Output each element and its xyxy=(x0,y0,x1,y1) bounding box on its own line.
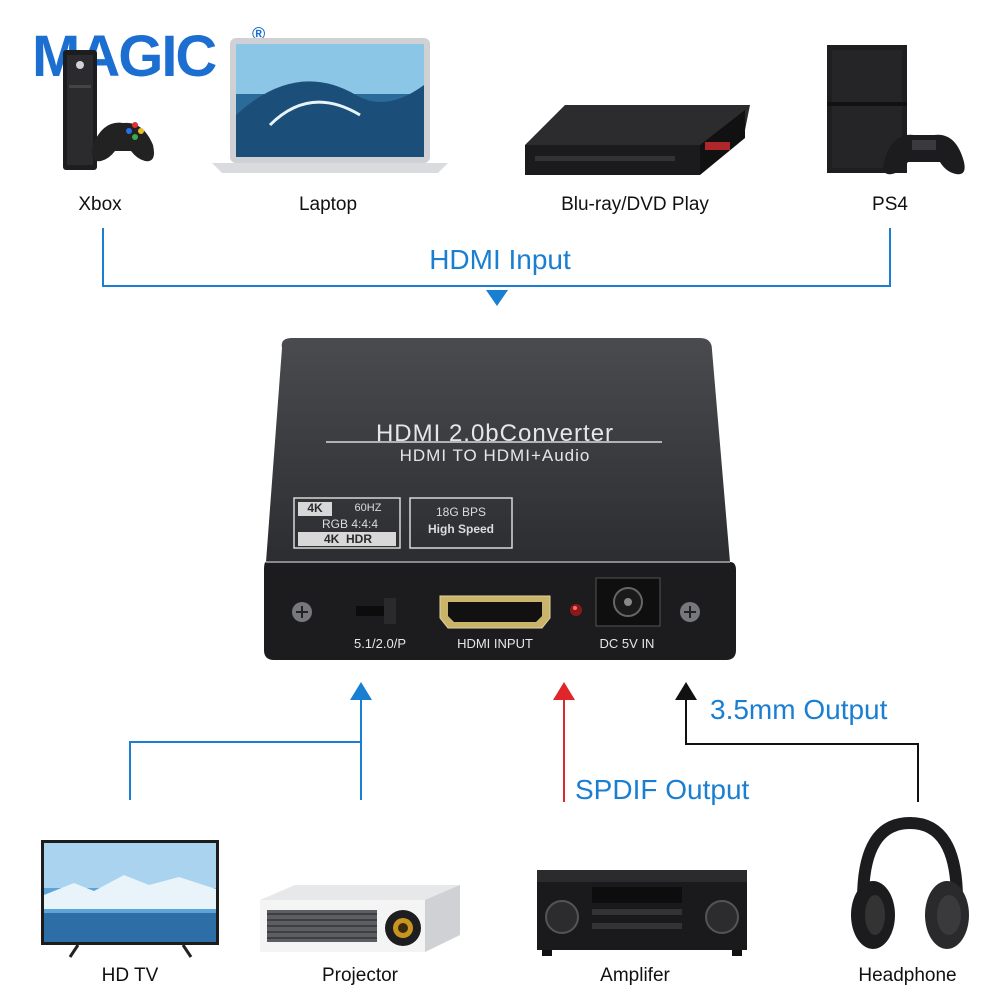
brand-logo: MAGIC xyxy=(32,24,217,89)
amplifier-icon xyxy=(537,870,747,956)
badge-18g: 18G BPS xyxy=(435,505,487,519)
spdif-output-label: SPDIF Output xyxy=(575,774,750,805)
input-label-laptop: Laptop xyxy=(298,194,358,215)
input-label-bluray: Blu-ray/DVD Play xyxy=(561,194,709,215)
converter-device xyxy=(264,338,736,660)
badge-rgb: RGB 4:4:4 xyxy=(321,517,379,531)
hdmi-input-heading: HDMI Input xyxy=(429,244,571,275)
input-label-xbox: Xbox xyxy=(78,194,122,215)
badge-high-speed: High Speed xyxy=(427,522,494,536)
device-subtitle: HDMI TO HDMI+Audio xyxy=(399,446,591,465)
input-connector-lines xyxy=(102,228,891,306)
ps4-console-icon xyxy=(827,45,965,175)
tv-icon xyxy=(41,840,219,958)
port-label-hdmi: HDMI INPUT xyxy=(457,636,533,651)
port-label-switch: 5.1/2.0/P xyxy=(353,636,407,651)
input-label-ps4: PS4 xyxy=(872,194,908,215)
output-label-headphone: Headphone xyxy=(858,965,957,986)
badge-4k: 4K xyxy=(307,501,323,515)
device-title: HDMI 2.0bConverter xyxy=(375,420,615,447)
badge-hdr: 4K HDR xyxy=(323,532,372,546)
output-label-amplifier: Amplifer xyxy=(600,965,670,986)
laptop-icon xyxy=(212,38,448,173)
output-connector-lines xyxy=(129,682,919,802)
bluray-player-icon xyxy=(525,105,750,175)
projector-icon xyxy=(260,885,460,952)
badge-60hz: 60HZ xyxy=(354,502,382,514)
headphone-icon xyxy=(851,816,969,949)
output-label-tv: HD TV xyxy=(101,965,159,986)
jack-output-label: 3.5mm Output xyxy=(710,694,888,725)
port-label-dc: DC 5V IN xyxy=(599,636,655,651)
xbox-console-icon xyxy=(63,50,154,170)
output-label-projector: Projector xyxy=(321,965,399,986)
